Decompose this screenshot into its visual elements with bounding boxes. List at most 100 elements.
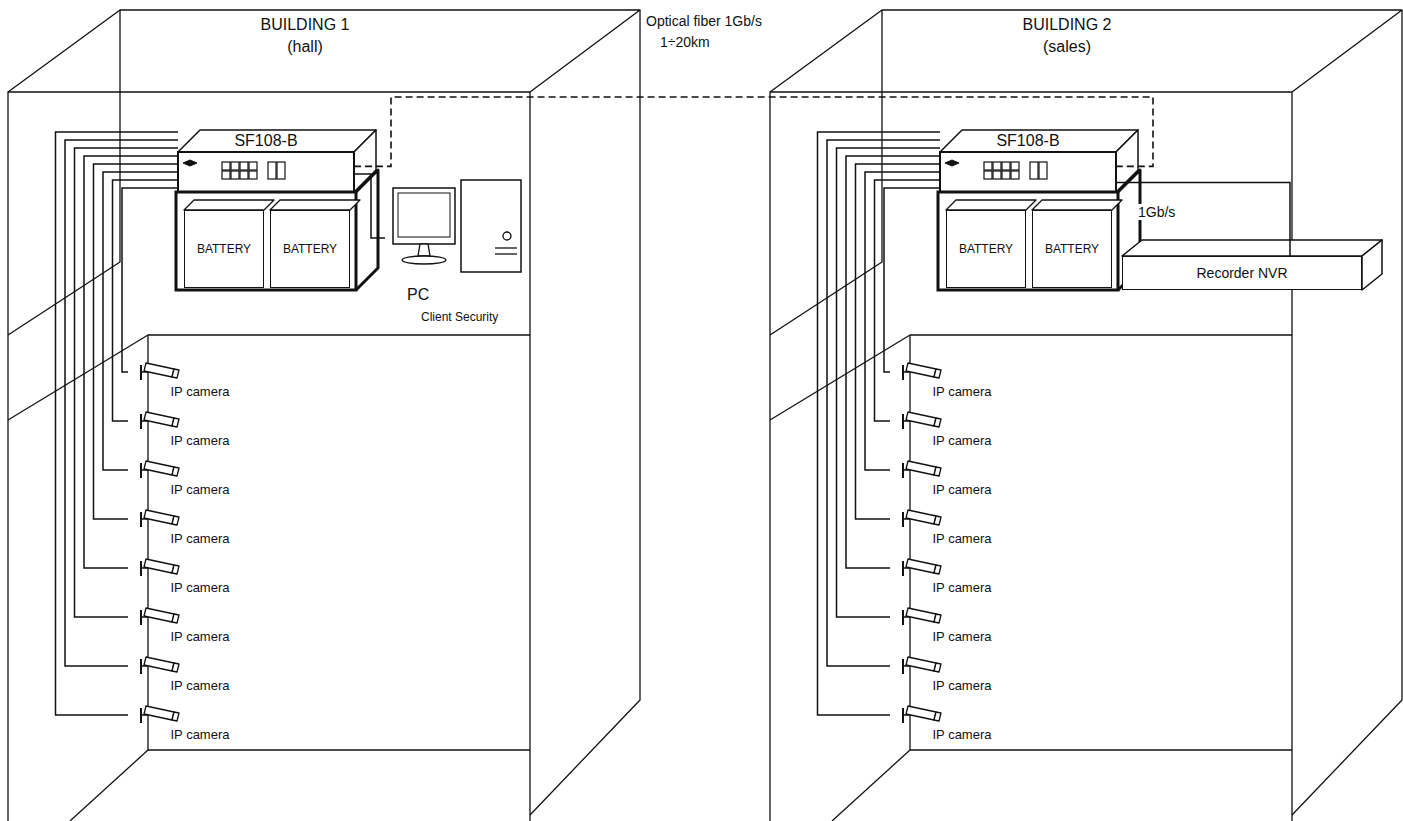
pc-icon: [385, 178, 535, 278]
monitor-base: [402, 256, 446, 264]
camera-node: IP camera: [128, 656, 248, 692]
camera-body: [144, 706, 174, 720]
camera-label: IP camera: [170, 626, 229, 648]
camera-node: IP camera: [890, 362, 1010, 398]
camera-label: IP camera: [170, 675, 229, 697]
building-drawing: [770, 10, 1402, 821]
camera-body: [906, 608, 936, 622]
camera-icon: [128, 607, 188, 629]
cable: [856, 164, 941, 519]
camera-lens: [934, 418, 941, 427]
cable: [865, 172, 940, 470]
camera-body: [144, 608, 174, 622]
camera-lens: [172, 467, 179, 476]
camera-node: IP camera: [890, 558, 1010, 594]
camera-body: [906, 363, 936, 377]
building-front: [8, 92, 530, 821]
camera-label: IP camera: [170, 577, 229, 599]
camera-lens: [934, 712, 941, 721]
camera-node: IP camera: [890, 607, 1010, 643]
port: [993, 162, 1001, 170]
port: [249, 171, 257, 179]
pc-label: PC: [407, 284, 429, 306]
nvr-side: [1362, 240, 1382, 290]
cable: [113, 180, 179, 421]
camera-label: IP camera: [170, 430, 229, 452]
camera-icon: [890, 558, 950, 580]
building-label: BUILDING 2: [1023, 14, 1112, 36]
cable: [1116, 182, 1290, 256]
monitor: [393, 188, 455, 244]
building-side: [530, 10, 640, 815]
port: [1002, 162, 1010, 170]
link-label: Optical fiber 1Gb/s: [644, 13, 764, 29]
switch-front: [178, 152, 354, 192]
cable: [818, 132, 941, 715]
port: [984, 162, 992, 170]
camera-body: [144, 461, 174, 475]
camera-lens: [934, 467, 941, 476]
sfp-port: [1039, 162, 1047, 179]
screen: [398, 193, 450, 237]
cable: [65, 140, 178, 666]
camera-icon: [128, 558, 188, 580]
cable: [837, 148, 941, 617]
camera-body: [144, 510, 174, 524]
battery-top: [184, 200, 274, 210]
cable: [94, 164, 179, 519]
camera-lens: [172, 369, 179, 378]
floor-line: [8, 335, 530, 420]
cable: [103, 172, 178, 470]
building-label: (sales): [1043, 36, 1091, 58]
camera-lens: [934, 516, 941, 525]
camera-label: IP camera: [170, 381, 229, 403]
camera-body: [906, 657, 936, 671]
camera-label: IP camera: [932, 577, 991, 599]
logo-mark: [183, 160, 197, 166]
camera-label: IP camera: [932, 626, 991, 648]
camera-label: IP camera: [932, 724, 991, 746]
port: [222, 171, 230, 179]
pc-label: Client Security: [421, 306, 498, 328]
battery-top: [1032, 200, 1122, 210]
cable: [827, 140, 940, 666]
power-button: [503, 232, 511, 240]
link-label: 1Gb/s: [1136, 204, 1177, 220]
building-side: [1292, 10, 1402, 815]
building-drawing: [8, 10, 640, 821]
cable: [884, 188, 940, 372]
sfp-port: [268, 162, 276, 179]
wall-line: [910, 335, 1292, 750]
floor-line: [70, 750, 148, 821]
pc-node: PCClient Security: [385, 178, 535, 328]
floor-line: [770, 335, 1292, 420]
building-front: [770, 92, 1292, 821]
port: [240, 171, 248, 179]
building-node: BUILDING 1(hall)SF108-BBATTERYBATTERYPCC…: [8, 14, 602, 809]
battery-node: BATTERY: [270, 210, 350, 288]
cable: [56, 132, 179, 715]
building-top: [8, 10, 640, 92]
camera-icon: [128, 656, 188, 678]
switch-node: SF108-B: [940, 128, 1116, 192]
camera-node: IP camera: [128, 411, 248, 447]
port: [240, 162, 248, 170]
camera-icon: [890, 656, 950, 678]
building-label: BUILDING 1: [261, 14, 350, 36]
camera-node: IP camera: [890, 656, 1010, 692]
camera-icon: [890, 411, 950, 433]
cabinet-side: [356, 170, 378, 290]
camera-body: [906, 510, 936, 524]
switch-label: SF108-B: [234, 128, 297, 152]
building-node: BUILDING 2(sales)SF108-BBATTERYBATTERYRe…: [770, 14, 1364, 809]
camera-body: [144, 559, 174, 573]
camera-node: IP camera: [890, 460, 1010, 496]
port: [1011, 162, 1019, 170]
camera-label: IP camera: [932, 381, 991, 403]
building-label: (hall): [287, 36, 323, 58]
switch-front: [940, 152, 1116, 192]
switch-node: SF108-B: [178, 128, 354, 192]
camera-icon: [890, 509, 950, 531]
camera-icon: [890, 362, 950, 384]
